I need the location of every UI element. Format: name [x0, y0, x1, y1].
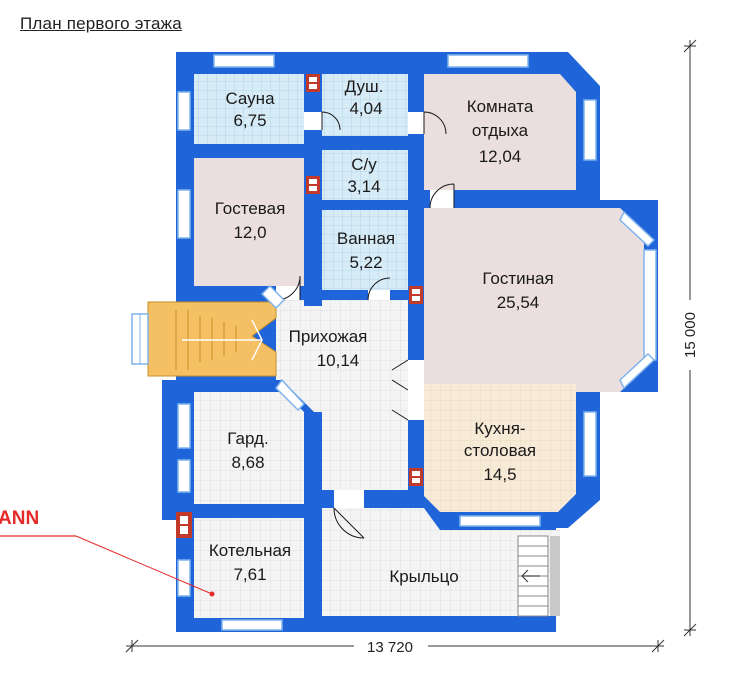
- area-wardrobe: 8,68: [231, 453, 264, 472]
- label-porch: Крыльцо: [389, 567, 458, 586]
- dimension-width-label: 13 720: [367, 639, 413, 656]
- label-wc: С/у: [351, 155, 377, 174]
- annotation-text: ANN: [0, 508, 39, 529]
- doors: [260, 111, 455, 539]
- porch-steps: [517, 535, 560, 617]
- label-guest: Гостевая: [215, 199, 286, 218]
- area-hall: 10,14: [317, 351, 360, 370]
- room-hall: [276, 300, 408, 490]
- room-bath: [322, 210, 408, 290]
- label-wardrobe: Гард.: [227, 429, 268, 448]
- label-kitchen-1: Кухня-: [474, 419, 525, 438]
- area-shower: 4,04: [349, 99, 382, 118]
- room-wardrobe: [194, 392, 304, 504]
- label-bath: Ванная: [337, 229, 395, 248]
- label-rest-2: отдыха: [472, 121, 529, 140]
- chimneys: [176, 74, 423, 538]
- room-labels: Сауна 6,75 Душ. 4,04 Комната отдыха 12,0…: [209, 77, 554, 586]
- annotation: ANN: [0, 508, 215, 597]
- rooms: [194, 74, 644, 618]
- label-hall: Прихожая: [289, 327, 368, 346]
- room-rest: [424, 74, 576, 190]
- area-wc: 3,14: [347, 177, 380, 196]
- room-guest: [194, 158, 304, 286]
- room-wc: [322, 150, 408, 200]
- room-kitchen: [424, 384, 576, 512]
- label-living: Гостиная: [482, 269, 553, 288]
- area-living: 25,54: [497, 293, 540, 312]
- page-title: План первого этажа: [20, 14, 182, 33]
- window-stairs: [131, 313, 149, 365]
- label-kitchen-2: столовая: [464, 441, 536, 460]
- area-rest: 12,04: [479, 147, 522, 166]
- area-bath: 5,22: [349, 253, 382, 272]
- area-sauna: 6,75: [233, 111, 266, 130]
- room-shower: [322, 74, 408, 136]
- windows: [177, 54, 657, 631]
- area-boiler: 7,61: [233, 565, 266, 584]
- area-guest: 12,0: [233, 223, 266, 242]
- room-porch: [322, 508, 560, 616]
- dimension-width: [125, 636, 665, 656]
- label-sauna: Сауна: [225, 89, 275, 108]
- area-kitchen: 14,5: [483, 465, 516, 484]
- label-rest-1: Комната: [467, 97, 534, 116]
- label-shower: Душ.: [345, 77, 384, 96]
- label-boiler: Котельная: [209, 541, 291, 560]
- room-sauna: [194, 74, 304, 144]
- room-boiler: [194, 518, 304, 618]
- dimension-height: [680, 39, 700, 637]
- room-living: [424, 208, 644, 392]
- dimension-height-label: 15 000: [682, 312, 699, 358]
- staircase: [147, 301, 277, 377]
